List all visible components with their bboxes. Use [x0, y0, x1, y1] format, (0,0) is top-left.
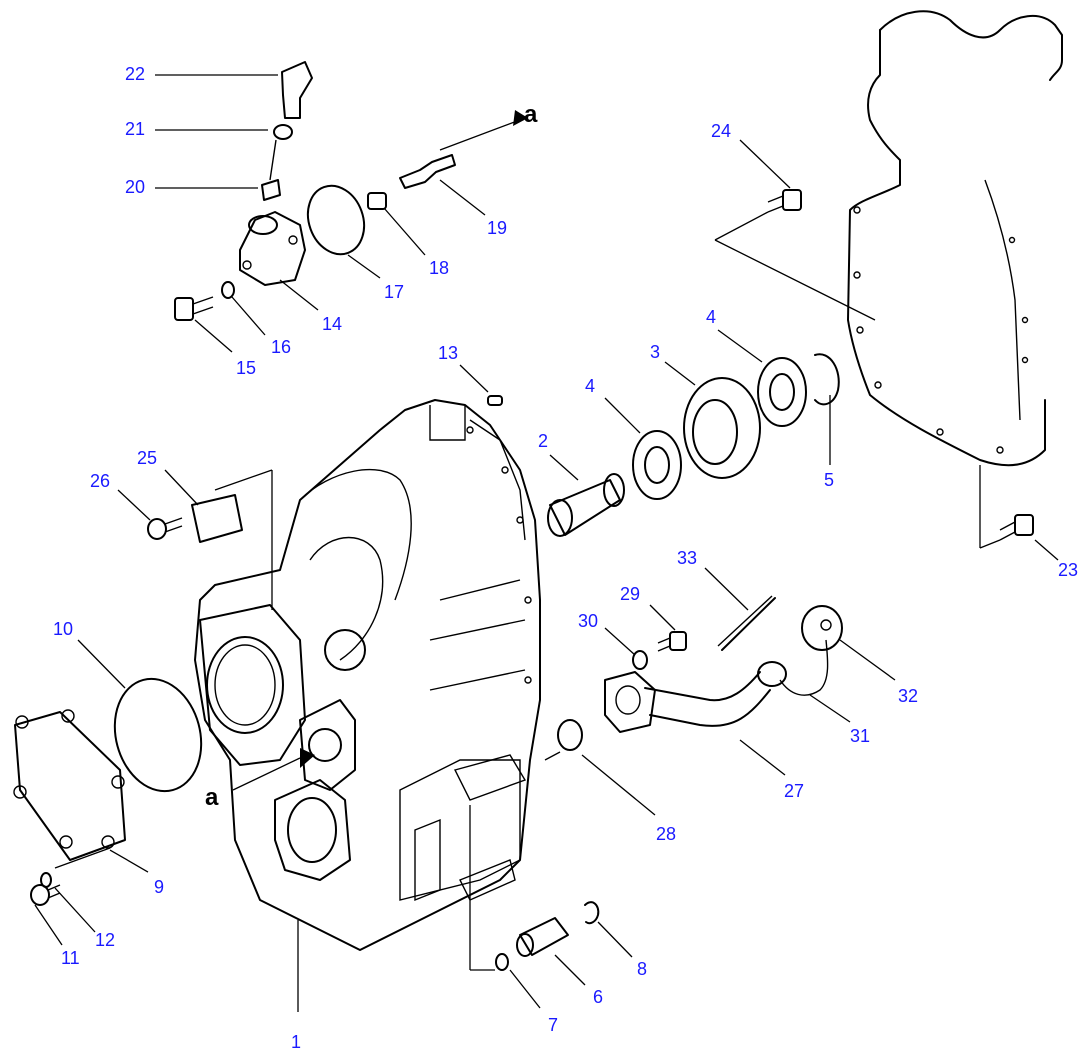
callout-25: 25: [137, 448, 157, 468]
callout-12: 12: [95, 930, 115, 950]
callout-3: 3: [650, 342, 660, 362]
bolt-24: [767, 189, 802, 213]
leader-lines: [34, 74, 1059, 1012]
o-ring-17: [306, 184, 366, 256]
cap-32: [801, 605, 843, 651]
callout-31: 31: [850, 726, 870, 746]
callout-21: 21: [125, 119, 145, 139]
washer-30: [632, 650, 648, 670]
bolt-11: [30, 884, 61, 906]
callout-7: 7: [548, 1015, 558, 1035]
bolt-15: [174, 296, 214, 321]
rear-cover-housing: [847, 10, 1063, 467]
callout-17: 17: [384, 282, 404, 302]
arrowhead-a-left: [300, 748, 315, 768]
marker-a-left: a: [205, 784, 219, 811]
callout-33: 33: [677, 548, 697, 568]
reference-markers: a a: [205, 101, 538, 811]
callout-4-rear: 4: [706, 307, 716, 327]
callout-13: 13: [438, 343, 458, 363]
bearing-4-rear: [757, 357, 807, 427]
pin-13: [487, 395, 503, 406]
valve-20: [261, 139, 281, 201]
callout-22: 22: [125, 64, 145, 84]
callout-19: 19: [487, 218, 507, 238]
bolt-26: [147, 517, 183, 540]
callout-1: 1: [291, 1032, 301, 1052]
callout-23: 23: [1058, 560, 1078, 580]
callout-29: 29: [620, 584, 640, 604]
callout-11: 11: [61, 948, 80, 968]
washer-12: [40, 872, 52, 888]
callout-9: 9: [154, 877, 164, 897]
dipstick-33: [717, 595, 776, 651]
fitting-19: [399, 154, 456, 189]
callout-28: 28: [656, 824, 676, 844]
snap-ring-8: [584, 901, 600, 925]
callout-8: 8: [637, 959, 647, 979]
washer-16: [221, 281, 235, 299]
o-ring-28: [557, 719, 583, 751]
callout-26: 26: [90, 471, 110, 491]
snap-ring-5: [814, 353, 840, 406]
callout-18: 18: [429, 258, 449, 278]
callout-2: 2: [538, 431, 548, 451]
callout-6: 6: [593, 987, 603, 1007]
bearing-3: [683, 377, 761, 479]
cover-9: [13, 709, 126, 861]
sleeve-2: [547, 473, 625, 537]
filter-bracket-14: [239, 211, 306, 286]
cover-plate-25: [191, 494, 243, 543]
gasket-10: [113, 677, 203, 793]
o-ring-21: [273, 124, 293, 140]
callout-4-front: 4: [585, 376, 595, 396]
tube-27: [604, 661, 787, 733]
callout-16: 16: [271, 337, 291, 357]
callout-20: 20: [125, 177, 145, 197]
bolt-29: [657, 631, 687, 652]
bolt-23: [999, 514, 1034, 541]
callout-labels: 1 2 3 4 4 5 6 7 8 9 10 11 12 13 14 15 16…: [53, 64, 1078, 1052]
callout-15: 15: [236, 358, 256, 378]
sensor-22: [281, 61, 313, 119]
callout-5: 5: [824, 470, 834, 490]
arrowhead-a-top: [513, 110, 528, 126]
callout-32: 32: [898, 686, 918, 706]
marker-a-top: a: [524, 101, 538, 128]
chain-31: [779, 639, 829, 696]
plug-6: [516, 917, 569, 957]
callout-24: 24: [711, 121, 731, 141]
callout-30: 30: [578, 611, 598, 631]
o-ring-7: [495, 953, 509, 971]
callout-10: 10: [53, 619, 73, 639]
plug-18: [367, 192, 387, 210]
bearing-4-front: [632, 430, 682, 500]
callout-27: 27: [784, 781, 804, 801]
transmission-case: [194, 399, 541, 951]
callout-14: 14: [322, 314, 342, 334]
